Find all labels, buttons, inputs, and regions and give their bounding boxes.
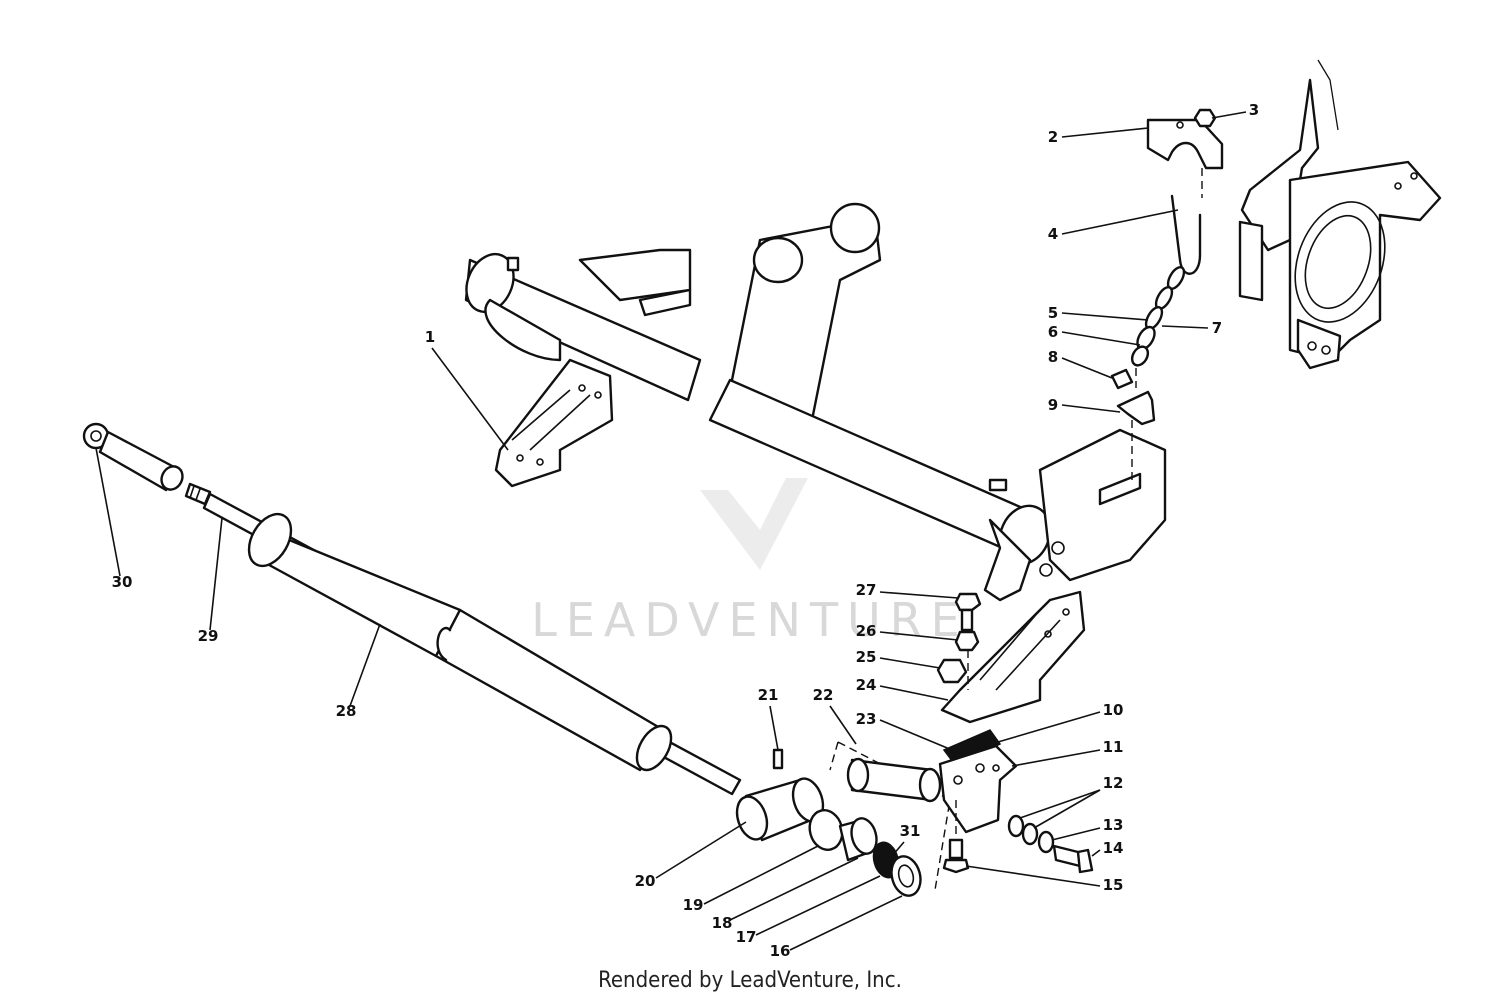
svg-text:21: 21 (758, 686, 779, 704)
callout-17: 17 (736, 875, 881, 946)
svg-text:23: 23 (856, 710, 877, 728)
svg-text:30: 30 (112, 573, 133, 591)
hex-bolt-lower (942, 838, 970, 874)
watermark: LEADVENTURE (531, 478, 969, 647)
svg-text:5: 5 (1048, 304, 1058, 322)
callout-25: 25 (856, 648, 941, 669)
svg-text:24: 24 (856, 676, 877, 694)
callout-16: 16 (770, 895, 903, 960)
callout-13: 13 (1051, 816, 1124, 841)
svg-text:17: 17 (736, 928, 757, 946)
svg-text:4: 4 (1048, 225, 1058, 243)
watermark-text: LEADVENTURE (531, 593, 969, 647)
chain (1130, 265, 1186, 367)
callout-7: 7 (1161, 319, 1222, 337)
callout-8: 8 (1048, 348, 1113, 379)
callout-3: 3 (1211, 101, 1259, 119)
svg-text:7: 7 (1212, 319, 1222, 337)
callout-1: 1 (425, 328, 509, 451)
svg-text:12: 12 (1103, 774, 1124, 792)
callout-6: 6 (1048, 323, 1141, 346)
svg-text:27: 27 (856, 581, 877, 599)
hex-bolt-upper (954, 592, 982, 632)
callout-26: 26 (856, 622, 959, 641)
svg-text:25: 25 (856, 648, 877, 666)
svg-text:14: 14 (1103, 839, 1124, 857)
watermark-logo-icon (700, 478, 808, 570)
callout-29: 29 (198, 517, 223, 645)
lock-washer (1037, 830, 1055, 854)
flange-nut (936, 658, 968, 684)
callout-14: 14 (1091, 839, 1124, 857)
roller-end-sleeve (98, 430, 184, 492)
clevis-pin (1110, 368, 1134, 390)
svg-text:10: 10 (1103, 701, 1124, 719)
u-bolt (1170, 194, 1202, 275)
left-mounting-bracket (494, 358, 614, 488)
svg-text:18: 18 (712, 914, 733, 932)
svg-text:8: 8 (1048, 348, 1058, 366)
spacer-tube (846, 757, 942, 803)
flat-washer-b (1021, 822, 1039, 846)
callout-5: 5 (1048, 304, 1149, 322)
drive-hub (890, 855, 922, 897)
callout-20: 20 (635, 821, 747, 890)
svg-text:3: 3 (1249, 101, 1259, 119)
svg-text:20: 20 (635, 872, 656, 890)
chain-bracket (1116, 390, 1156, 426)
hex-nut (1193, 108, 1217, 128)
callout-22: 22 (813, 686, 857, 745)
callout-28: 28 (336, 623, 381, 720)
callout-23: 23 (856, 710, 953, 751)
bearing (838, 817, 878, 862)
svg-text:29: 29 (198, 627, 219, 645)
svg-text:11: 11 (1103, 738, 1124, 756)
lock-nut (954, 630, 980, 652)
engine-mount-plate (1238, 59, 1442, 370)
svg-text:31: 31 (900, 822, 921, 840)
right-mounting-bracket (940, 590, 1086, 724)
svg-text:16: 16 (770, 942, 791, 960)
svg-text:26: 26 (856, 622, 877, 640)
svg-text:15: 15 (1103, 876, 1124, 894)
svg-text:1: 1 (425, 328, 435, 346)
svg-text:6: 6 (1048, 323, 1058, 341)
callout-24: 24 (856, 676, 949, 701)
svg-text:28: 28 (336, 702, 357, 720)
pivot-arm (728, 202, 882, 422)
callout-9: 9 (1048, 396, 1121, 414)
callout-30: 30 (95, 447, 133, 591)
svg-text:19: 19 (683, 896, 704, 914)
callout-10: 10 (997, 701, 1124, 743)
callout-12: 12 (1019, 774, 1124, 829)
roller-tube (247, 512, 673, 772)
frame-axle-tube (464, 248, 702, 402)
callout-31: 31 (891, 822, 921, 857)
callout-15: 15 (965, 865, 1124, 894)
svg-text:9: 9 (1048, 396, 1058, 414)
callout-27: 27 (856, 581, 959, 599)
flat-washer-a (1007, 814, 1025, 838)
callout-19: 19 (683, 845, 819, 914)
carriage-bolt (1052, 844, 1094, 874)
footer-credit: Rendered by LeadVenture, Inc. (598, 968, 902, 993)
callout-21: 21 (758, 686, 779, 751)
bearing-cap (1146, 118, 1224, 170)
set-screw (772, 748, 784, 770)
shaft-collar (735, 777, 825, 842)
callout-2: 2 (1048, 127, 1149, 146)
callout-11: 11 (1011, 738, 1124, 767)
callout-4: 4 (1048, 209, 1179, 243)
svg-text:22: 22 (813, 686, 834, 704)
svg-text:2: 2 (1048, 128, 1058, 146)
callout-18: 18 (712, 857, 859, 932)
side-bracket (938, 744, 1018, 834)
svg-text:13: 13 (1103, 816, 1124, 834)
frame-main-tube (708, 378, 1167, 602)
